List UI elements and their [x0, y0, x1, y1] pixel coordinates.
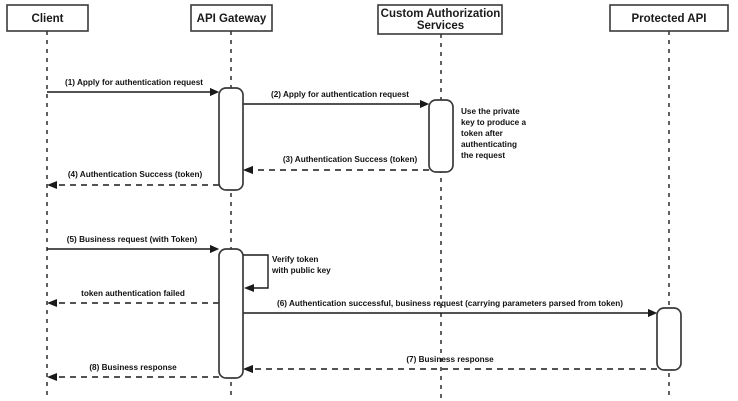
- message-7[interactable]: (7) Business response: [243, 355, 657, 373]
- participant-protected-api-box[interactable]: [609, 4, 729, 32]
- message-token-authentication-failed-label: token authentication failed: [81, 289, 185, 298]
- activation-protected-api[interactable]: [656, 307, 682, 371]
- note-private-key-line2: key to produce a: [461, 118, 527, 127]
- message-self-verify-line: [243, 254, 269, 289]
- message-2-label: (2) Apply for authentication request: [271, 90, 409, 99]
- participant-client[interactable]: Client: [6, 4, 89, 32]
- note-private-key-line5: the request: [461, 151, 505, 160]
- participant-custom-authorization-services-label-line1: Custom Authorization: [381, 8, 501, 20]
- note-private-key-line1: Use the private: [461, 107, 520, 116]
- participant-client-label: Client: [32, 13, 64, 25]
- activation-custom-authorization-services[interactable]: [428, 99, 454, 173]
- message-2-arrowhead-overlay: [420, 100, 429, 108]
- message-4-arrowhead: [47, 181, 57, 189]
- message-6[interactable]: (6) Authentication successful, business …: [243, 299, 657, 317]
- participant-custom-authorization-services-box[interactable]: [377, 4, 503, 35]
- message-2[interactable]: (2) Apply for authentication request: [243, 90, 429, 108]
- message-1[interactable]: (1) Apply for authentication request: [47, 78, 219, 96]
- message-4[interactable]: (4) Authentication Success (token): [47, 170, 219, 189]
- note-private-key-line3: token after: [461, 129, 504, 138]
- arrowheads-overlay: [210, 88, 657, 373]
- message-3-arrowhead-overlay: [243, 166, 253, 174]
- message-5[interactable]: (5) Business request (with Token): [47, 235, 219, 253]
- messages-layer: (1) Apply for authentication request (2)…: [47, 78, 657, 381]
- message-self-verify-label-line1: Verify token: [272, 255, 318, 264]
- participant-api-gateway[interactable]: API Gateway: [190, 4, 273, 32]
- message-token-authentication-failed-arrowhead: [47, 299, 57, 307]
- message-1-label: (1) Apply for authentication request: [65, 78, 203, 87]
- participants-layer: Client API Gateway Custom Authorization …: [6, 4, 729, 35]
- activation-api-gateway-business[interactable]: [218, 248, 244, 379]
- participant-protected-api[interactable]: Protected API: [609, 4, 729, 32]
- message-1-arrowhead-overlay: [210, 88, 219, 96]
- message-self-verify-arrowhead: [244, 284, 254, 292]
- participant-api-gateway-label: API Gateway: [197, 13, 267, 25]
- note-private-key: Use the private key to produce a token a…: [461, 107, 527, 160]
- message-5-label: (5) Business request (with Token): [67, 235, 198, 244]
- message-7-label: (7) Business response: [406, 355, 494, 364]
- message-self-verify[interactable]: Verify token with public key: [243, 254, 331, 292]
- note-private-key-line4: authenticating: [461, 140, 517, 149]
- message-3[interactable]: (3) Authentication Success (token): [243, 155, 429, 174]
- lifelines-layer: [46, 31, 670, 398]
- activation-api-gateway-auth[interactable]: [218, 87, 244, 191]
- message-5-arrowhead-overlay: [210, 245, 219, 253]
- participant-protected-api-label: Protected API: [632, 13, 707, 25]
- message-8[interactable]: (8) Business response: [47, 363, 219, 381]
- message-7-arrowhead-overlay: [243, 365, 253, 373]
- participant-client-box[interactable]: [6, 4, 89, 32]
- activations-layer: [218, 87, 682, 379]
- participant-custom-authorization-services-label-line2: Services: [417, 20, 464, 32]
- message-token-authentication-failed[interactable]: token authentication failed: [47, 289, 219, 307]
- message-8-label: (8) Business response: [89, 363, 177, 372]
- participant-custom-authorization-services[interactable]: Custom Authorization Services: [377, 4, 503, 35]
- message-self-verify-label-line2: with public key: [271, 266, 331, 275]
- message-8-arrowhead: [47, 373, 57, 381]
- message-3-label: (3) Authentication Success (token): [283, 155, 418, 164]
- message-6-label: (6) Authentication successful, business …: [277, 299, 623, 308]
- message-6-arrowhead-overlay: [648, 309, 657, 317]
- message-4-label: (4) Authentication Success (token): [68, 170, 203, 179]
- participant-api-gateway-box[interactable]: [190, 4, 273, 32]
